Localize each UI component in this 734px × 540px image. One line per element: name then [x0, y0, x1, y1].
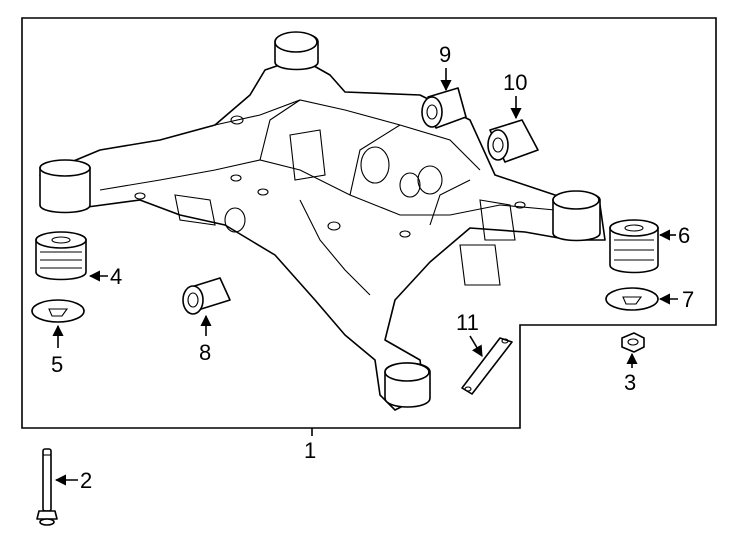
bushing-part: [182, 277, 231, 315]
callout-10: 10: [503, 70, 527, 95]
callout-11-arrow: [469, 335, 483, 357]
bolt-part: [36, 448, 58, 526]
callout-11: 11: [456, 310, 479, 335]
callout-9: 9: [439, 42, 451, 67]
subframe-part: [39, 31, 606, 411]
bushing-upper-part: [421, 87, 467, 129]
bushing-rear-part: [487, 119, 539, 163]
callout-3: 3: [624, 370, 636, 395]
nut-part: [621, 332, 645, 353]
washer-left-part: [31, 299, 85, 323]
mount-bushing-right-part: [609, 219, 659, 274]
callout-8: 8: [199, 340, 211, 365]
callout-1: 1: [304, 438, 316, 463]
washer-right-part: [605, 287, 659, 311]
assembly-boundary: [21, 17, 717, 429]
mount-bushing-left-part: [35, 231, 87, 281]
callout-5: 5: [51, 352, 63, 377]
callout-4: 4: [110, 264, 122, 289]
callout-6: 6: [678, 223, 690, 248]
callout-7: 7: [682, 287, 694, 312]
bracket-part: [461, 337, 513, 395]
callout-2: 2: [80, 468, 92, 493]
